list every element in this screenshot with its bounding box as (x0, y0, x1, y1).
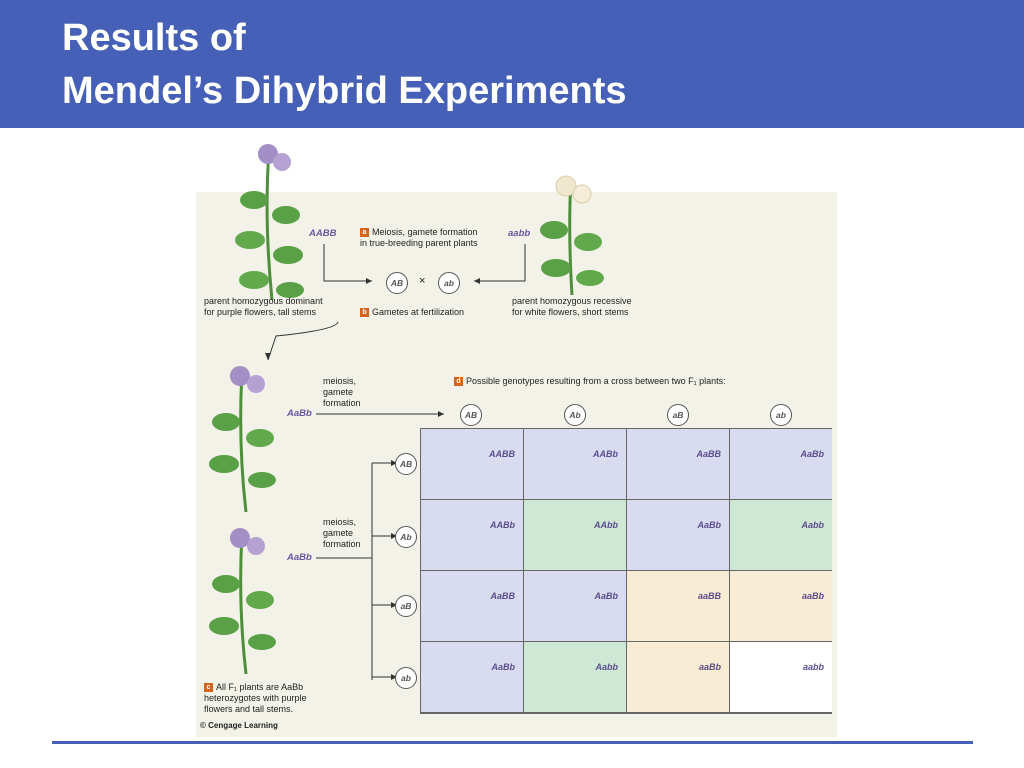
cross-symbol: × (419, 275, 426, 287)
parent-recessive-genotype: aabb (508, 228, 531, 239)
punnett-cell-r1c2: AABb (524, 429, 626, 499)
punnett-cell-r1c3: AaBB (627, 429, 729, 499)
punnett-cell-r3c1: AaBB (421, 571, 523, 641)
punnett-cell-r3c2: AaBb (524, 571, 626, 641)
top-gamete-4: ab (770, 404, 792, 426)
punnett-cell-r4c1: AaBb (421, 642, 523, 712)
parent-dominant-plant (235, 144, 304, 300)
parent-dominant-desc-2: for purple flowers, tall stems (204, 307, 317, 317)
step-c-text-2: heterozygotes with purple (204, 693, 307, 703)
punnett-cell-r3c3: aaBB (627, 571, 729, 641)
f1-genotype-upper: AaBb (287, 408, 312, 419)
top-gamete-1: AB (460, 404, 482, 426)
parent-recessive-plant (540, 175, 604, 296)
meiosis-label-1c: formation (323, 398, 361, 408)
punnett-cell-r1c1: AABB (421, 429, 523, 499)
meiosis-label-2a: meiosis, (323, 517, 357, 527)
punnett-cell-r4c3: aaBb (627, 642, 729, 712)
step-b-badge: b (360, 308, 369, 317)
meiosis-label-2c: formation (323, 539, 361, 549)
f1-plant-lower (209, 528, 276, 674)
side-gamete-4: ab (395, 667, 417, 689)
step-a-badge: a (360, 228, 369, 237)
step-d-badge: d (454, 377, 463, 386)
step-c-badge: c (204, 683, 213, 692)
punnett-cell-r1c4: AaBb (730, 429, 832, 499)
step-a-text-2: in true-breeding parent plants (360, 238, 478, 248)
credit-text: © Cengage Learning (200, 721, 278, 730)
slide-title: Results of Mendel’s Dihybrid Experiments (62, 12, 627, 118)
title-line-1: Results of (62, 17, 246, 59)
punnett-cell-r2c1: AABb (421, 500, 523, 570)
side-gamete-2: Ab (395, 526, 417, 548)
top-gamete-3: aB (667, 404, 689, 426)
punnett-cell-r2c2: AAbb (524, 500, 626, 570)
parent-dominant-genotype: AABB (309, 228, 337, 239)
connector-lines (265, 244, 526, 680)
parent-gamete-dominant: AB (386, 272, 408, 294)
punnett-cell-r3c4: aaBb (730, 571, 832, 641)
punnett-cell-r2c3: AaBb (627, 500, 729, 570)
parent-gamete-recessive: ab (438, 272, 460, 294)
figure-top-band (196, 140, 837, 192)
meiosis-label-1a: meiosis, (323, 376, 357, 386)
punnett-square: AABB AABb AaBB AaBb AABb AAbb AaBb Aabb … (420, 428, 832, 714)
step-c-text-3: flowers and tall stems. (204, 704, 294, 714)
top-gamete-2: Ab (564, 404, 586, 426)
punnett-cell-r2c4: Aabb (730, 500, 832, 570)
title-line-2: Mendel’s Dihybrid Experiments (62, 70, 627, 112)
f1-genotype-lower: AaBb (287, 552, 312, 563)
punnett-cell-r4c2: Aabb (524, 642, 626, 712)
parent-recessive-desc-2: for white flowers, short stems (512, 307, 629, 317)
meiosis-label-2b: gamete (323, 528, 354, 538)
f1-plant-upper (209, 366, 276, 512)
title-banner (0, 0, 1024, 128)
side-gamete-3: aB (395, 595, 417, 617)
meiosis-label-1b: gamete (323, 387, 354, 397)
side-gamete-1: AB (395, 453, 417, 475)
parent-recessive-desc-1: parent homozygous recessive (512, 296, 632, 306)
parent-dominant-desc-1: parent homozygous dominant (204, 296, 323, 306)
footer-rule (52, 741, 973, 744)
punnett-cell-r4c4: aabb (730, 642, 832, 712)
